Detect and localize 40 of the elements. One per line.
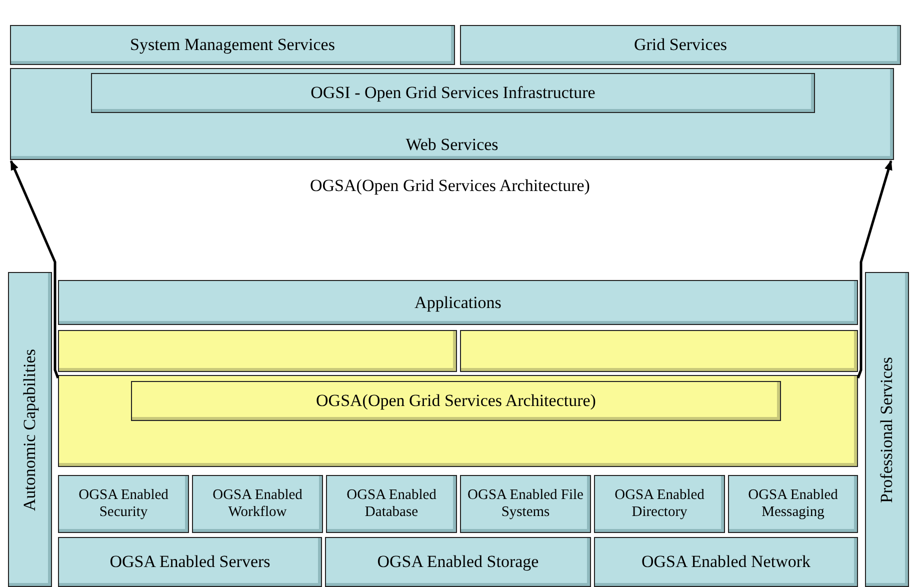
- layer-label: Web Services: [406, 135, 498, 155]
- layer-label: Professional Services: [877, 356, 897, 502]
- empty-box: [58, 330, 457, 372]
- layer-box: [594, 475, 725, 533]
- layer-box: [460, 25, 901, 65]
- layer-label: Autonomic Capabilities: [20, 348, 40, 510]
- layer-label: OGSA Enabled Database: [346, 486, 438, 522]
- empty-box: [58, 375, 858, 467]
- layer-box: [10, 68, 894, 160]
- layer-label: Applications: [414, 292, 502, 312]
- layer-box: [325, 537, 591, 587]
- layer-label: Grid Services: [634, 35, 727, 55]
- layer-label: OGSA Enabled Storage: [377, 552, 539, 572]
- layer-box: [728, 475, 858, 533]
- layer-box: [58, 537, 322, 587]
- layer-label: OGSA Enabled Security: [78, 486, 170, 522]
- layer-label: OGSA Enabled File Systems: [466, 486, 584, 522]
- layer-label: OGSA Enabled Servers: [110, 552, 270, 572]
- layer-box: [865, 272, 909, 587]
- layer-label: System Management Services: [130, 35, 335, 55]
- layer-box: [131, 381, 781, 421]
- layer-label: OGSA Enabled Directory: [614, 486, 706, 522]
- layer-label: OGSA Enabled Network: [641, 552, 811, 572]
- arrow: [856, 160, 892, 378]
- layer-box: [58, 475, 189, 533]
- layer-box: [10, 25, 455, 65]
- empty-box: [460, 330, 858, 372]
- layer-box: [192, 475, 323, 533]
- layer-box: [8, 272, 52, 587]
- layer-label: OGSA Enabled Messaging: [747, 486, 839, 522]
- layer-box: [594, 537, 858, 587]
- layer-label: OGSI - Open Grid Services Infrastructure: [310, 83, 596, 103]
- layer-label: OGSA(Open Grid Services Architecture): [316, 391, 596, 411]
- layer-box: [460, 475, 591, 533]
- layer-label: OGSA Enabled Workflow: [212, 486, 304, 522]
- layer-box: [91, 73, 815, 113]
- layer-box: [326, 475, 457, 533]
- layer-box: [58, 280, 858, 325]
- architecture-label: OGSA(Open Grid Services Architecture): [310, 176, 590, 196]
- arrow: [10, 160, 60, 378]
